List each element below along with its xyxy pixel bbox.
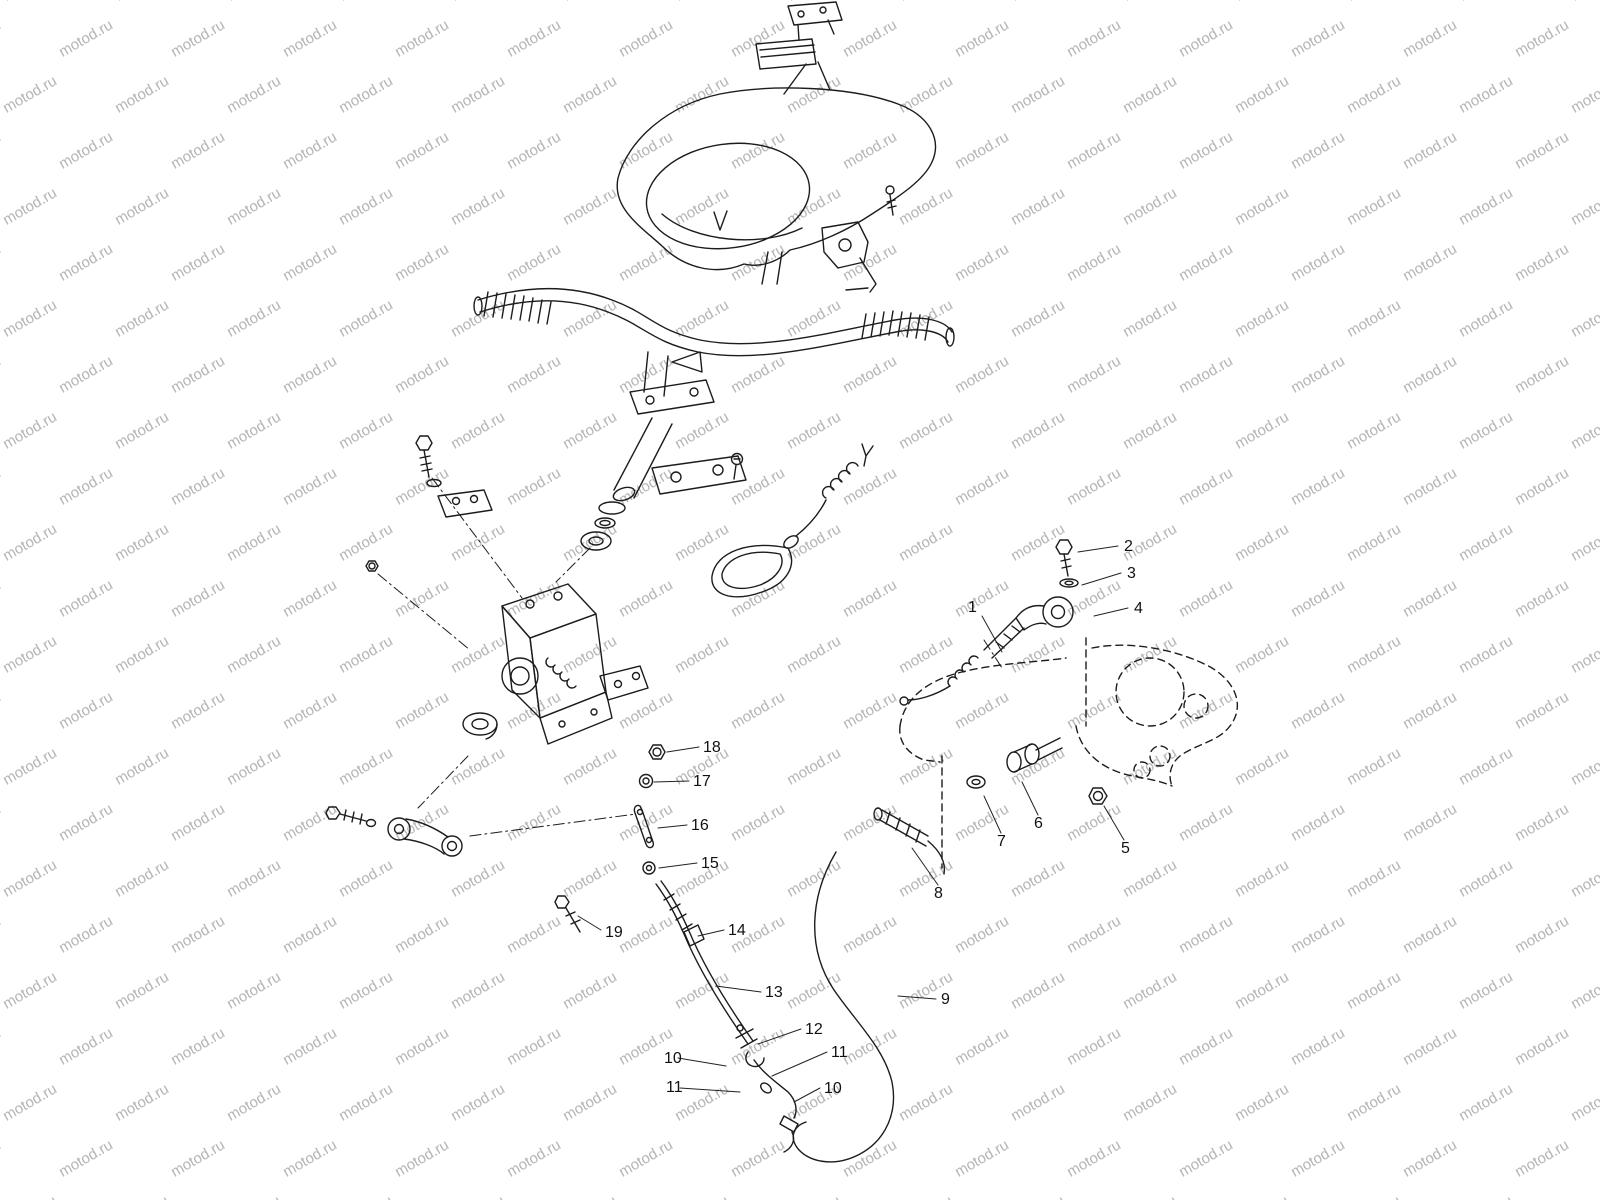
callout-label-3: 3 — [1127, 565, 1136, 582]
callout-label-12: 12 — [805, 1021, 823, 1038]
part-steering-cover — [617, 88, 935, 292]
guide-lines — [378, 478, 1002, 836]
callout-label-4: 4 — [1134, 600, 1143, 617]
callouts: 1 2 3 4 5 6 7 8 9 10 11 12 13 1 — [578, 538, 1143, 1102]
callout-label-17: 17 — [693, 773, 711, 790]
part-handlebars — [474, 289, 954, 414]
callout-label-18: 18 — [703, 739, 721, 756]
callout-label-14: 14 — [728, 922, 746, 939]
callout-label-13: 13 — [765, 984, 783, 1001]
part-upper-left-hardware — [366, 436, 492, 571]
part-cable-loop — [793, 852, 893, 1162]
part-frame-outline — [900, 638, 1238, 868]
callout-label-11b: 11 — [666, 1079, 683, 1096]
callout-label-19: 19 — [605, 924, 623, 941]
callout-label-7: 7 — [997, 833, 1006, 850]
callout-label-11: 11 — [831, 1044, 848, 1061]
callout-label-15: 15 — [701, 855, 719, 872]
callout-label-10: 10 — [824, 1080, 842, 1097]
part-left-arm — [326, 807, 580, 932]
callout-label-16: 16 — [691, 817, 709, 834]
part-steering-cable — [634, 745, 798, 1152]
callout-label-6: 6 — [1034, 815, 1043, 832]
callout-label-10b: 10 — [664, 1050, 682, 1067]
part-top-modules — [756, 2, 842, 94]
part-mount-bracket — [463, 584, 648, 744]
callout-label-1: 1 — [968, 599, 977, 616]
part-tie-rod — [900, 540, 1078, 705]
callout-label-8: 8 — [934, 885, 943, 902]
callout-label-5: 5 — [1121, 840, 1130, 857]
part-tether-cord — [712, 444, 873, 597]
part-right-hardware — [874, 738, 1107, 874]
callout-label-2: 2 — [1124, 538, 1133, 555]
part-steering-post — [581, 418, 746, 550]
callout-label-9: 9 — [941, 991, 950, 1008]
